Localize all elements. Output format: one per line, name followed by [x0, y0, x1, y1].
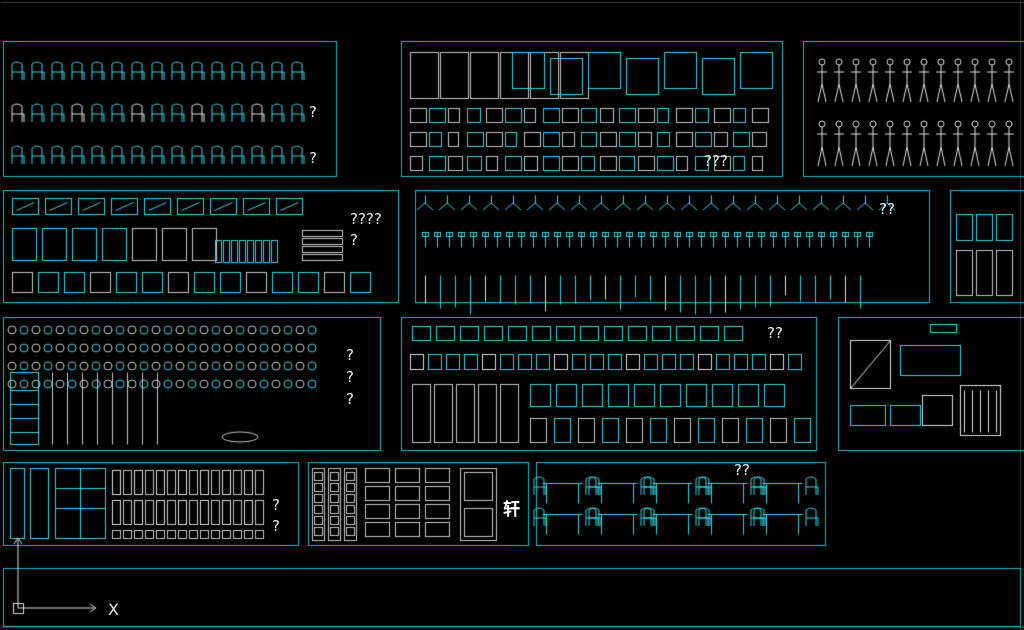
electronics-label-2: ? — [350, 231, 358, 249]
wardrobe-label-1: ? — [272, 496, 280, 514]
electronics-label-1: ???? — [350, 210, 382, 228]
lamps-label: ?? — [879, 200, 895, 218]
ornaments-label-3: ? — [346, 390, 354, 408]
chairs-label-2: ? — [309, 149, 317, 167]
paintings-label: ??? — [704, 152, 728, 170]
ornaments-label-1: ? — [346, 346, 354, 364]
chairs-label-1: ? — [309, 103, 317, 121]
bathroom-label: ?? — [767, 324, 783, 342]
wardrobe-label-2: ? — [272, 517, 280, 535]
carved-panel-glyph: 轩 — [503, 500, 520, 520]
ucs-x-label: X — [108, 600, 119, 619]
ornaments-label-2: ? — [346, 368, 354, 386]
dining-label: ?? — [734, 461, 750, 479]
